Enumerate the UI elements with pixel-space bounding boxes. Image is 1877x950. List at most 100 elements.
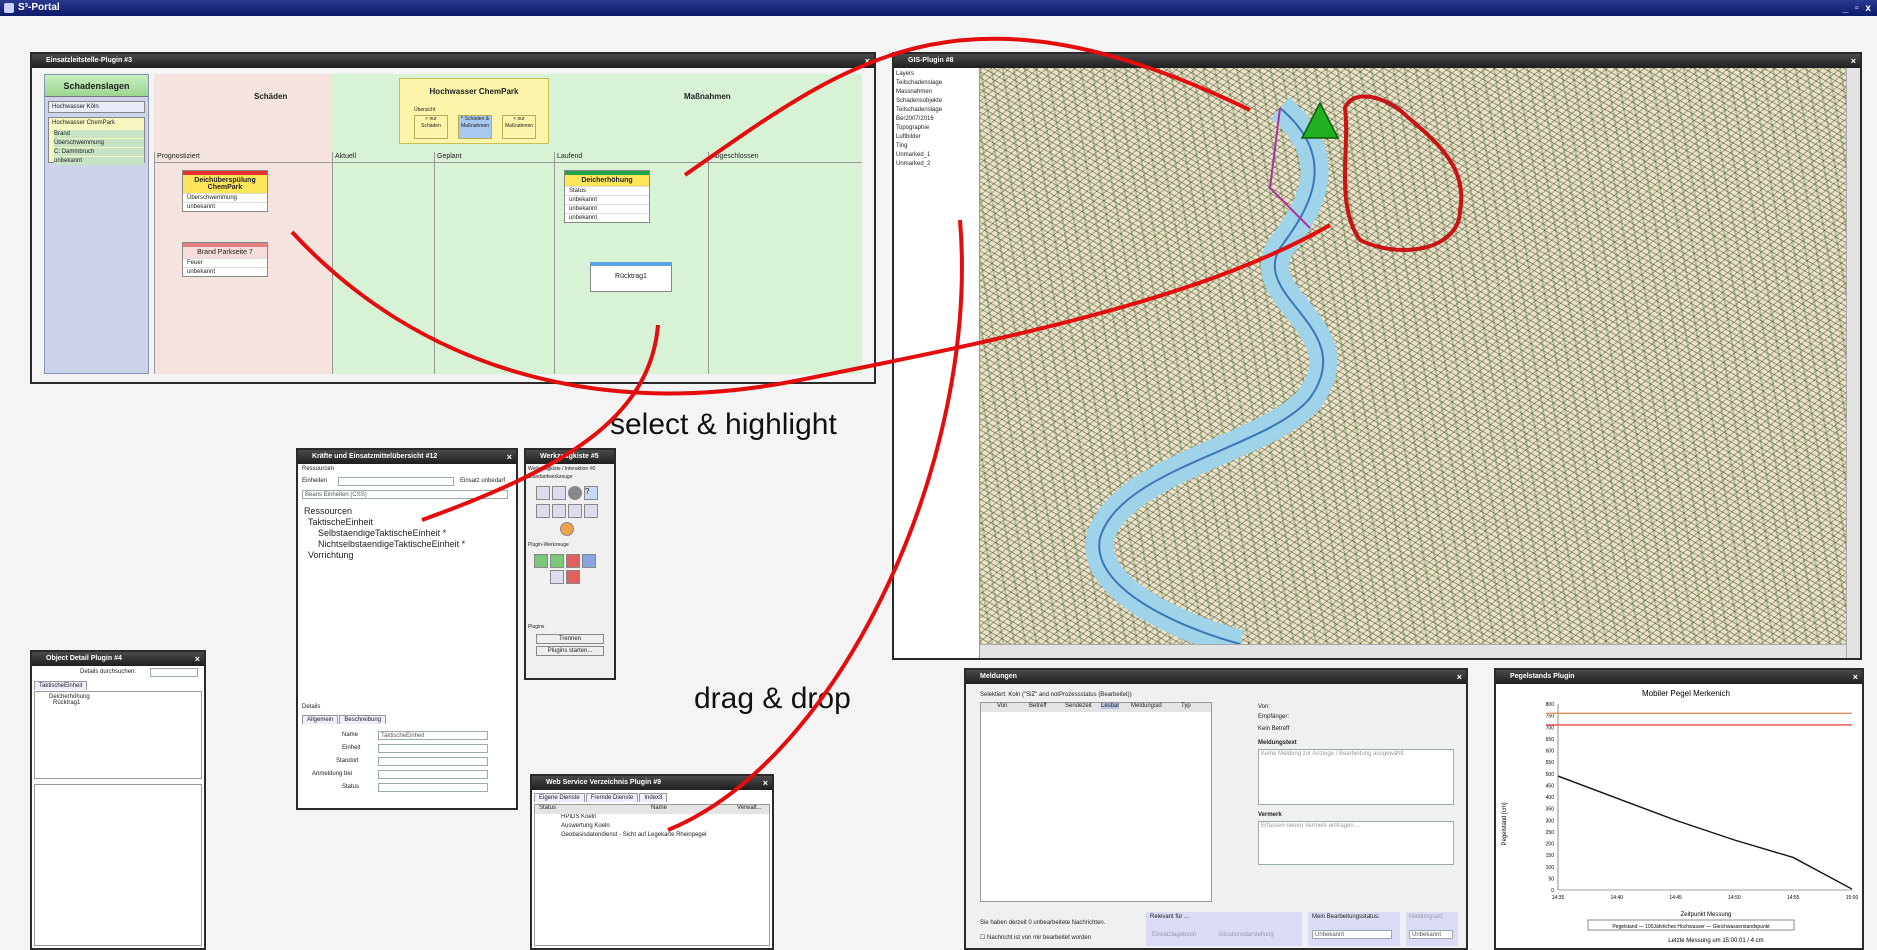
column-header[interactable]: Typ [1181, 703, 1191, 709]
tab-beschreibung[interactable]: Beschreibung [339, 715, 387, 724]
view-schaeden-button[interactable]: > nur Schäden [414, 115, 448, 139]
tab-fremde[interactable]: Fremde Dienste [585, 793, 639, 802]
relevant-option[interactable]: Situationsdarstellung [1218, 932, 1274, 938]
column-header[interactable]: Verwalt... [737, 805, 762, 811]
tree-node[interactable]: Ressourcen [304, 506, 353, 516]
layer-item[interactable]: Massnahmen [896, 89, 933, 95]
lage-sub[interactable]: unbekannt [54, 157, 144, 165]
close-icon[interactable]: × [1852, 672, 1858, 682]
select-tool-icon[interactable] [552, 486, 566, 500]
layer-item[interactable]: Topographie [896, 125, 930, 131]
standort-field[interactable] [378, 757, 488, 766]
search-field[interactable]: Beans Einheiten (CSS) [302, 490, 508, 499]
v-tool-icon[interactable] [550, 554, 564, 568]
bearbeitet-checkbox[interactable]: ☐ Nachricht ist von mir bearbeitet worde… [980, 935, 1092, 941]
v-red-tool-icon[interactable] [566, 554, 580, 568]
pegelstand-header[interactable]: Pegelstands Plugin× [1496, 670, 1862, 684]
barrier-tool-icon[interactable] [566, 570, 580, 584]
lage-item[interactable]: Hochwasser Köln [48, 101, 145, 113]
layer-item[interactable]: Layers [896, 71, 915, 77]
help-icon[interactable]: ? [584, 486, 598, 500]
kraefte-header[interactable]: Kräfte und Einsatzmittelübersicht #12× [298, 450, 516, 464]
close-icon[interactable]: × [1456, 672, 1462, 682]
close-icon[interactable]: × [864, 56, 870, 66]
relevant-option[interactable]: Einsatzlagebuch [1152, 932, 1197, 938]
tree-node[interactable]: NichtselbstaendigeTaktischeEinheit * [318, 539, 466, 549]
map-hscroll[interactable] [980, 644, 1846, 658]
einheit-field[interactable] [378, 744, 488, 753]
massnahme-card[interactable]: Deicherhöhung Status unbekannt unbekannt… [564, 170, 650, 223]
werkzeug-header[interactable]: Werkzeugkiste #5 [526, 450, 614, 464]
layer-item[interactable]: Teilschadenslage [896, 107, 943, 113]
massnahme-card[interactable]: Rücktrag1 [590, 262, 672, 292]
globe-icon[interactable] [560, 522, 574, 536]
close-icon[interactable]: × [506, 452, 512, 462]
close-icon[interactable]: × [194, 654, 200, 664]
einsatz-checkbox[interactable]: Einsatz unbedarf [460, 478, 506, 484]
view-massnahmen-button[interactable]: < nur Maßnahmen [502, 115, 536, 139]
window-controls[interactable]: _ ▫ x [1842, 3, 1873, 14]
details-search-input[interactable] [150, 668, 198, 677]
layer-item[interactable]: Schadensobjekte [896, 98, 943, 104]
zoom-out-icon[interactable] [584, 504, 598, 518]
meldungen-header[interactable]: Meldungen× [966, 670, 1466, 684]
target-tool-icon[interactable] [582, 554, 596, 568]
circle-tool-icon[interactable] [568, 486, 582, 500]
table-row[interactable]: Auswertung Koeln [561, 823, 610, 829]
lage-sub[interactable]: Überschwemmung [54, 139, 144, 147]
tab-index[interactable]: Index3 [639, 793, 668, 802]
close-icon[interactable]: × [1850, 56, 1856, 66]
pan-tool-icon[interactable] [536, 486, 550, 500]
layer-item[interactable]: Teilschadenslage [896, 80, 943, 86]
measure-tool-icon[interactable] [536, 504, 550, 518]
column-header[interactable]: Meldungsid [1131, 703, 1162, 709]
tree-node[interactable]: SelbstaendigeTaktischeEinheit * [318, 528, 447, 538]
layer-item[interactable]: Ting [896, 143, 908, 149]
marker-tool-icon[interactable] [534, 554, 548, 568]
layer-item[interactable]: Unmarked_1 [896, 152, 931, 158]
tree-node[interactable]: Vorrichtung [308, 550, 354, 560]
lage-sub[interactable]: Brand [54, 130, 144, 138]
unit-select[interactable] [338, 477, 454, 486]
lage-item-selected[interactable]: Hochwasser ChemPark Brand Überschwemmung… [48, 117, 145, 165]
tree-node[interactable]: Deicherhöhung [49, 694, 90, 700]
zoom-tool-icon[interactable] [552, 504, 566, 518]
layer-item[interactable]: Ber2007/2016 [896, 116, 934, 122]
column-header[interactable]: Name [651, 805, 668, 811]
layer-item[interactable]: Luftbilder [896, 134, 921, 140]
zoom-in-icon[interactable] [568, 504, 582, 518]
column-header[interactable]: Sendezeit [1065, 703, 1092, 709]
object-detail-header[interactable]: Object Detail Plugin #4× [32, 652, 204, 666]
tree-node[interactable]: TaktischeEinheit [308, 517, 374, 527]
lage-sub[interactable]: C: Dammbruch [54, 148, 144, 156]
table-row[interactable]: HPIDS Koeln [561, 814, 597, 820]
column-header[interactable]: Von [997, 703, 1008, 709]
schaden-card[interactable]: Brand Parkseite 7 Feuer unbekannt [182, 242, 268, 277]
webservice-header[interactable]: Web Service Verzeichnis Plugin #9× [532, 776, 772, 790]
map-canvas[interactable] [980, 68, 1846, 644]
tab-allgemein[interactable]: Allgemein [302, 715, 339, 724]
tab-taktische-einheit[interactable]: TaktischeEinheit [34, 681, 88, 690]
map-marker-icon[interactable] [1300, 101, 1340, 139]
anmeldung-field[interactable] [378, 770, 488, 779]
meldungstext-area[interactable]: Keine Meldung zur Anzeige / Bearbeitung … [1258, 749, 1454, 805]
column-header[interactable]: Status [539, 805, 557, 811]
name-field[interactable]: TaktischeEinheit [378, 731, 488, 740]
table-row[interactable]: Geobasisdatendienst - Sicht auf Legekart… [561, 832, 707, 838]
meldungsart-select[interactable]: Unbekannt [1409, 930, 1453, 939]
view-both-button[interactable]: ^ Schäden & Maßnahmen [458, 115, 492, 139]
vermerk-area[interactable]: Erfassen neuen Vermerk eintragen ... [1258, 821, 1454, 865]
tab-eigene[interactable]: Eigene Dienste [534, 793, 585, 802]
layer-item[interactable]: Unmarked_2 [896, 161, 931, 167]
plugins-starten-button[interactable]: Plugins starten... [536, 646, 604, 656]
triangle-tool-icon[interactable] [550, 570, 564, 584]
status-select[interactable]: Unbekannt [1312, 930, 1392, 939]
einsatzleit-header[interactable]: Einsatzleitstelle-Plugin #3× [32, 54, 874, 68]
trennen-button[interactable]: Trennen [536, 634, 604, 644]
tree-node[interactable]: Rücktrag1 [53, 700, 81, 706]
status-field[interactable] [378, 783, 488, 792]
column-header[interactable]: Lesbar [1101, 703, 1120, 709]
map-vscroll[interactable] [1846, 68, 1860, 658]
close-icon[interactable]: × [762, 778, 768, 788]
schaden-card[interactable]: Deichüberspülung ChemPark Überschwemmung… [182, 170, 268, 212]
